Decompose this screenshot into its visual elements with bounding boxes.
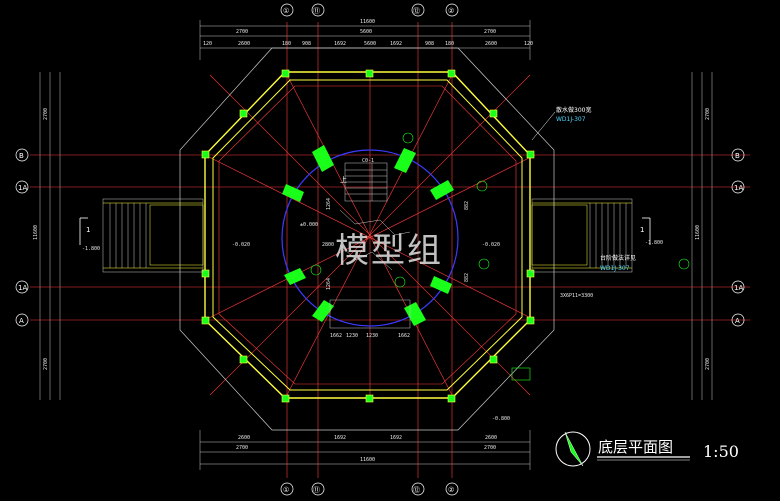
dim-row3-2-bottom: 2600 — [238, 435, 250, 441]
dim-row3-7: 1692 — [390, 41, 402, 47]
inner-dim-1: 1662 — [330, 333, 342, 339]
dim-side-1: 2700 — [43, 108, 49, 120]
outer-wall-inner-line — [212, 79, 523, 391]
note-4: WD1J-307 — [600, 265, 630, 272]
dim-row3-2: 2600 — [238, 41, 250, 47]
axis-label-top-3: ⑫ — [413, 7, 420, 15]
central-stair — [329, 162, 411, 329]
axis-label-left-3: 1A — [18, 284, 27, 292]
axis-label-top-2: ⑪ — [313, 7, 320, 15]
drawing-scale: 1:50 — [703, 442, 739, 461]
dim-row3-10: 2600 — [485, 41, 497, 47]
inner-dim-2: 1230 — [346, 333, 358, 339]
level-5: -1.800 — [645, 240, 663, 246]
inner-dim-3: 1230 — [366, 333, 378, 339]
overall-dim-right: 11600 — [695, 225, 701, 240]
section-mark-right: 1 — [640, 226, 644, 234]
axis-lines — [30, 22, 750, 478]
dim-row2-3: 2700 — [484, 29, 496, 35]
overall-dim-left: 11600 — [33, 225, 39, 240]
note-leader-1 — [531, 111, 556, 141]
dim-row3-10-bottom: 2600 — [485, 435, 497, 441]
axis-label-right-1: B — [735, 152, 740, 160]
inner-dim-8: 882 — [464, 201, 470, 210]
level-4: -1.800 — [82, 246, 100, 252]
drawing-title: 底层平面图 — [598, 438, 673, 456]
inner-dim-7: 1264 — [326, 278, 332, 290]
stair-mark: C0-1 — [362, 158, 374, 164]
overall-dim-top: 11600 — [360, 19, 375, 25]
dim-row2-3-bottom: 2700 — [484, 445, 496, 451]
north-arrow-icon — [555, 431, 591, 467]
inner-columns — [282, 145, 454, 326]
axis-label-bottom-2: ⑪ — [313, 486, 320, 494]
dim-row3-1: 120 — [203, 41, 212, 47]
section-mark-left: 1 — [86, 226, 90, 234]
detail-bubbles — [310, 132, 690, 381]
roof-eave-outline — [179, 47, 555, 431]
dim-row3-8: 908 — [425, 41, 434, 47]
inner-dim-6: 1264 — [326, 198, 332, 210]
axis-label-right-4: A — [735, 317, 740, 325]
axis-label-top-4: ② — [448, 7, 454, 15]
dim-row3-5: 1692 — [334, 41, 346, 47]
right-steps — [531, 198, 633, 273]
axis-label-left-1: B — [19, 152, 24, 160]
axis-label-top-1: ① — [283, 7, 289, 15]
dim-side-3: 2700 — [705, 108, 711, 120]
dim-row2-1-bottom: 2700 — [236, 445, 248, 451]
axis-label-right-2: 1A — [734, 184, 743, 192]
note-5: 3X6P11=3300 — [560, 293, 593, 299]
dim-row2-1: 2700 — [236, 29, 248, 35]
wall-hatch-line — [218, 85, 517, 385]
inner-dim-5: 2800 — [322, 242, 334, 248]
dim-side-2: 2700 — [43, 358, 49, 370]
dim-row3-3: 180 — [282, 41, 291, 47]
level-2: ±0.000 — [300, 222, 318, 228]
axis-label-left-2: 1A — [18, 184, 27, 192]
inner-circle — [281, 149, 459, 327]
stair-up-label: 上 — [340, 175, 347, 184]
note-1: 散水做300宽 — [556, 106, 591, 114]
note-3: 台阶做法详见 — [600, 254, 636, 262]
dim-row3-7-bottom: 1692 — [390, 435, 402, 441]
dim-row3-6: 5600 — [364, 41, 376, 47]
axis-label-left-4: A — [19, 317, 24, 325]
inner-dim-9: 882 — [464, 273, 470, 282]
level-3: -0.020 — [482, 242, 500, 248]
inner-dim-4: 1662 — [398, 333, 410, 339]
note-2: WD1J-307 — [556, 116, 586, 123]
columns — [201, 69, 535, 403]
left-steps — [102, 198, 204, 273]
watermark: 模型组 — [335, 231, 443, 271]
dim-row3-9: 180 — [445, 41, 454, 47]
dim-row3-4: 908 — [302, 41, 311, 47]
axis-label-right-3: 1A — [734, 284, 743, 292]
level-1: -0.020 — [232, 242, 250, 248]
dimension-lines — [39, 20, 713, 470]
axis-label-bottom-4: ② — [448, 486, 454, 494]
dim-side-4: 2700 — [705, 358, 711, 370]
dim-row3-5-bottom: 1692 — [334, 435, 346, 441]
dim-row3-11: 120 — [524, 41, 533, 47]
axis-label-bottom-1: ① — [283, 486, 289, 494]
overall-dim-bottom: 11600 — [360, 457, 375, 463]
axis-bubbles — [15, 3, 745, 496]
level-6: -0.800 — [492, 416, 510, 422]
dim-row2-2: 5600 — [360, 29, 372, 35]
axis-label-bottom-3: ⑫ — [413, 486, 420, 494]
section-marks — [79, 217, 651, 245]
